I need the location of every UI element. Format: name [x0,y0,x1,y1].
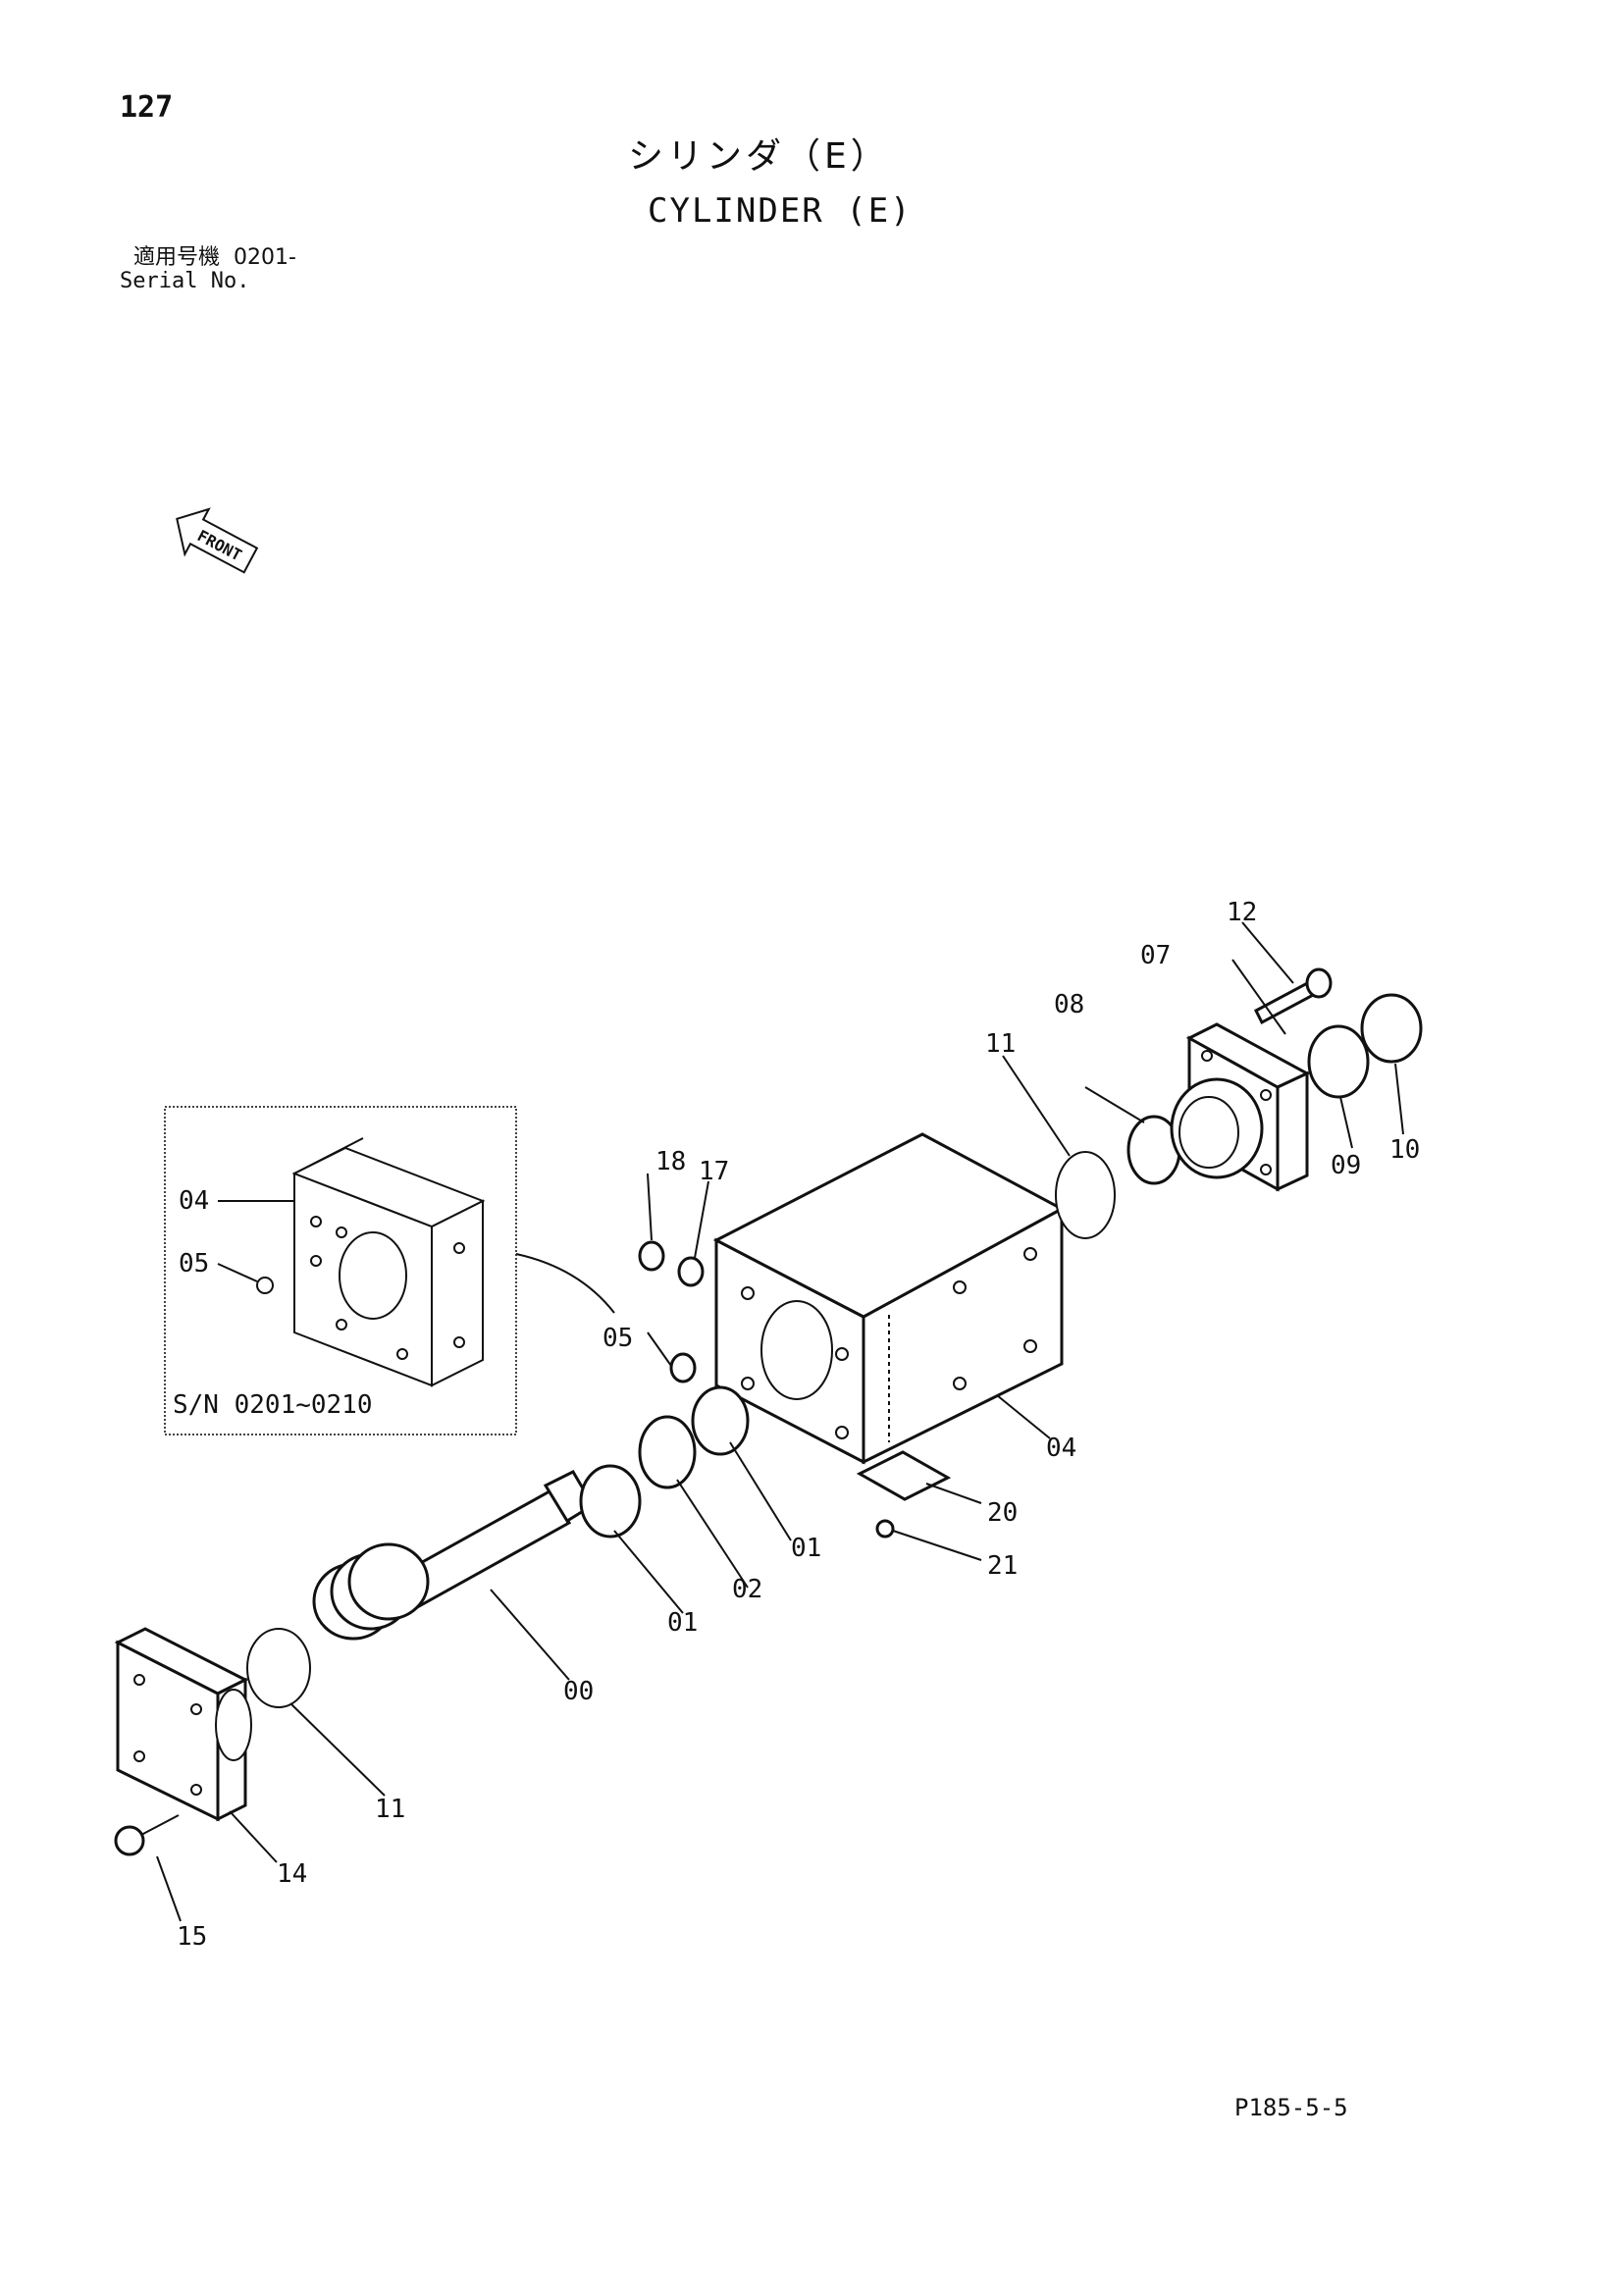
bolt-12 [1254,967,1333,1025]
page-title-japanese: シリンダ（E） [628,136,890,177]
callout-17: 17 [699,1157,729,1186]
seal-01-lower [579,1464,642,1539]
seal-09 [1307,1024,1370,1099]
callout-09: 09 [1331,1151,1361,1180]
serial-label-japanese: 適用号機 [133,245,221,270]
bottom-cover [114,1627,252,1822]
callout-15: 15 [177,1922,207,1952]
callout-10: 10 [1389,1135,1420,1165]
callout-05-main: 05 [602,1324,633,1353]
head-cover [1170,1022,1311,1192]
bolt-15 [114,1814,180,1856]
o-ring-11-bottom [246,1628,311,1708]
serial-label-english: Serial No. [120,269,250,293]
cylinder-block [712,1132,1066,1465]
page-title-english: CYLINDER (E) [648,191,913,231]
page-number: 127 [120,90,174,125]
ring-02 [638,1415,697,1489]
callout-01-lower: 01 [667,1608,698,1638]
callout-05-inset: 05 [179,1249,209,1278]
callout-11-top: 11 [985,1029,1016,1059]
callout-12: 12 [1227,898,1257,927]
callout-18: 18 [655,1147,686,1176]
seal-01-upper [691,1385,750,1456]
piston-rod [312,1470,596,1641]
seal-10 [1360,993,1423,1064]
plate-20 [856,1450,952,1501]
callout-02: 02 [732,1575,762,1604]
callout-07: 07 [1140,941,1171,970]
plug-18 [638,1240,665,1272]
callout-01-upper: 01 [791,1534,821,1563]
callout-20: 20 [987,1498,1018,1528]
inset-serial-label: S/N 0201~0210 [173,1390,373,1420]
screw-21 [875,1519,895,1539]
serial-value: 0201- [234,245,296,270]
callout-04-inset: 04 [179,1186,209,1216]
callout-11-bottom: 11 [375,1795,405,1824]
callout-21: 21 [987,1551,1018,1581]
o-ring-11-top [1055,1151,1116,1239]
callout-14: 14 [277,1859,307,1889]
callout-08: 08 [1054,990,1084,1019]
plug-17 [677,1256,705,1287]
front-arrow-icon: FRONT [176,507,259,574]
callout-04-main: 04 [1046,1434,1076,1463]
inset-detail: S/N 0201~0210 [164,1106,615,1435]
drawing-reference: P185-5-5 [1234,2094,1348,2121]
plug-05 [669,1352,697,1383]
callout-00: 00 [563,1677,594,1706]
serial-info: 適用号機 0201- [133,247,296,269]
